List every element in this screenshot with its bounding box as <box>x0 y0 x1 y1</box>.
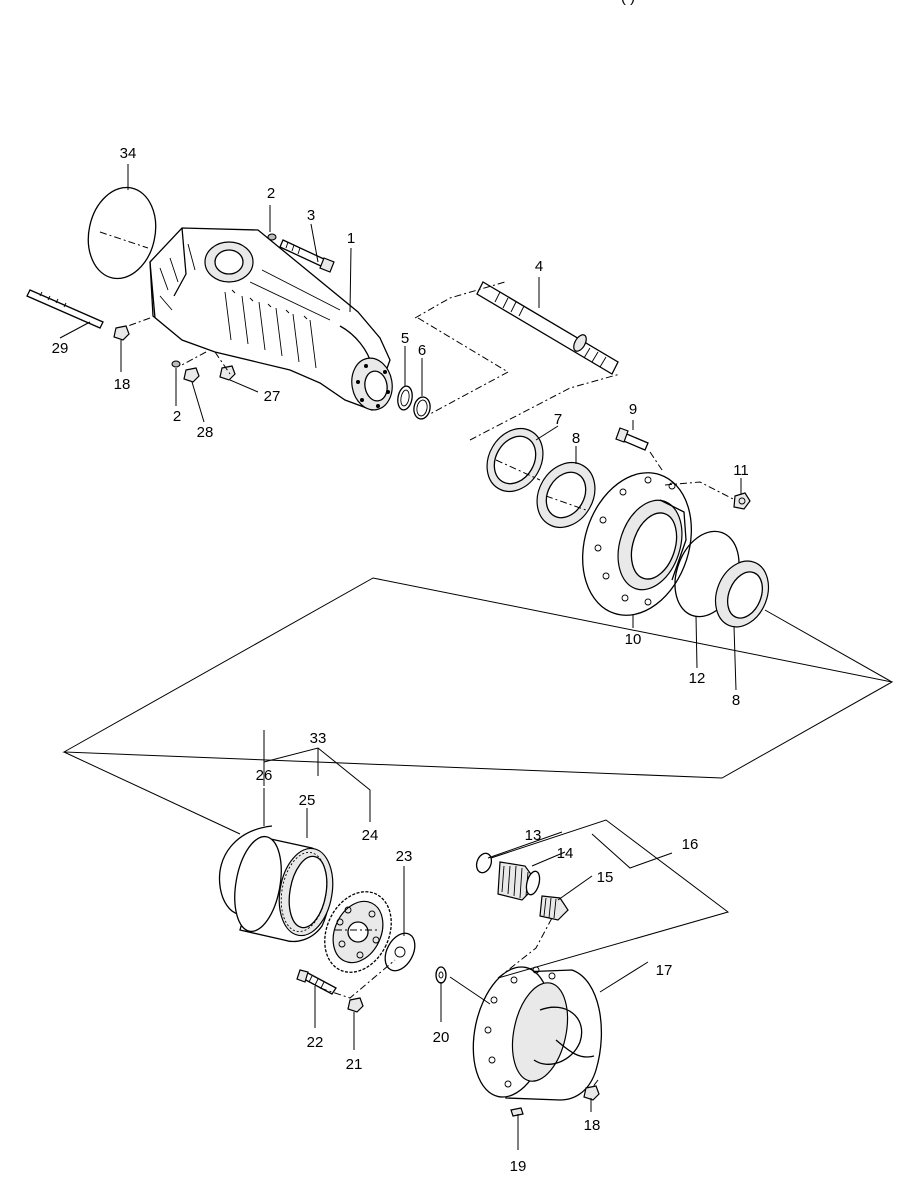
part-5-snap-ring <box>397 385 413 411</box>
part-17-hub-carrier <box>472 966 602 1101</box>
part-14-planet-gear <box>497 861 541 901</box>
part-7-seal <box>486 428 544 492</box>
callout-22: 22 <box>307 1034 324 1051</box>
part-29-long-stud <box>26 289 104 329</box>
part-20-washer <box>435 966 447 984</box>
callout-28: 28 <box>197 424 214 441</box>
part-27-nut <box>219 365 236 381</box>
callout-labels: 34 2 3 1 29 18 2 28 27 5 6 4 7 8 9 11 10… <box>52 145 749 1175</box>
part-2a-pin <box>267 233 277 241</box>
callout-11: 11 <box>733 462 749 479</box>
part-15-planet-gear <box>539 895 569 921</box>
callout-18: 18 <box>114 376 131 393</box>
callout-24: 24 <box>362 827 379 844</box>
callout-8-inner: 8 <box>572 430 580 447</box>
callout-18-lower: 18 <box>584 1117 601 1134</box>
callout-26: 26 <box>256 767 273 784</box>
callout-33: 33 <box>310 730 327 747</box>
callout-12: 12 <box>689 670 706 687</box>
callout-3: 3 <box>307 207 315 224</box>
part-8a-bearing <box>536 462 596 528</box>
assembly-lines <box>62 231 894 1089</box>
callout-10: 10 <box>625 631 642 648</box>
callout-16: 16 <box>682 836 699 853</box>
header-partial-title: ( ) <box>621 0 635 6</box>
part-22-bolt <box>296 969 337 995</box>
leader-lines <box>59 164 742 1150</box>
part-21-nut <box>347 997 364 1013</box>
part-23-thrust-plate <box>384 932 416 972</box>
part-26-snap-ring <box>218 825 273 915</box>
part-10-wheel-hub <box>581 472 693 616</box>
part-24-carrier-plate <box>324 891 392 973</box>
callout-14: 14 <box>557 845 574 862</box>
callout-20: 20 <box>433 1029 450 1046</box>
part-13-snap-ring <box>475 852 493 874</box>
part-9-wheel-stud <box>615 427 649 451</box>
callout-19: 19 <box>510 1158 527 1175</box>
callout-25: 25 <box>299 792 316 809</box>
part-25-ring-gear <box>234 835 334 943</box>
part-34-gasket <box>87 186 157 280</box>
callout-2: 2 <box>267 185 275 202</box>
callout-15: 15 <box>597 869 614 886</box>
part-6-snap-ring <box>413 396 431 420</box>
callout-29: 29 <box>52 340 69 357</box>
part-28-nut <box>183 367 200 383</box>
callout-1: 1 <box>347 230 355 247</box>
part-8b-bearing <box>714 560 770 628</box>
callout-21: 21 <box>346 1056 363 1073</box>
callout-6: 6 <box>418 342 426 359</box>
callout-9: 9 <box>629 401 637 418</box>
callout-17: 17 <box>656 962 673 979</box>
callout-7: 7 <box>554 411 562 428</box>
part-2b-pin <box>171 360 181 368</box>
callout-34: 34 <box>120 145 137 162</box>
callout-27: 27 <box>264 388 281 405</box>
part-19-screw <box>510 1107 524 1117</box>
part-3-bolt <box>279 239 335 273</box>
callout-5: 5 <box>401 330 409 347</box>
part-18a-nut <box>113 325 130 341</box>
callout-4: 4 <box>535 258 543 275</box>
callout-8-outer: 8 <box>732 692 740 709</box>
part-1-axle-housing <box>149 227 393 411</box>
callout-13: 13 <box>525 827 542 844</box>
callout-2-lower: 2 <box>173 408 181 425</box>
part-18b-nut <box>583 1085 600 1101</box>
callout-23: 23 <box>396 848 413 865</box>
part-11-nut <box>733 492 751 510</box>
part-4-axle-shaft <box>476 281 619 375</box>
